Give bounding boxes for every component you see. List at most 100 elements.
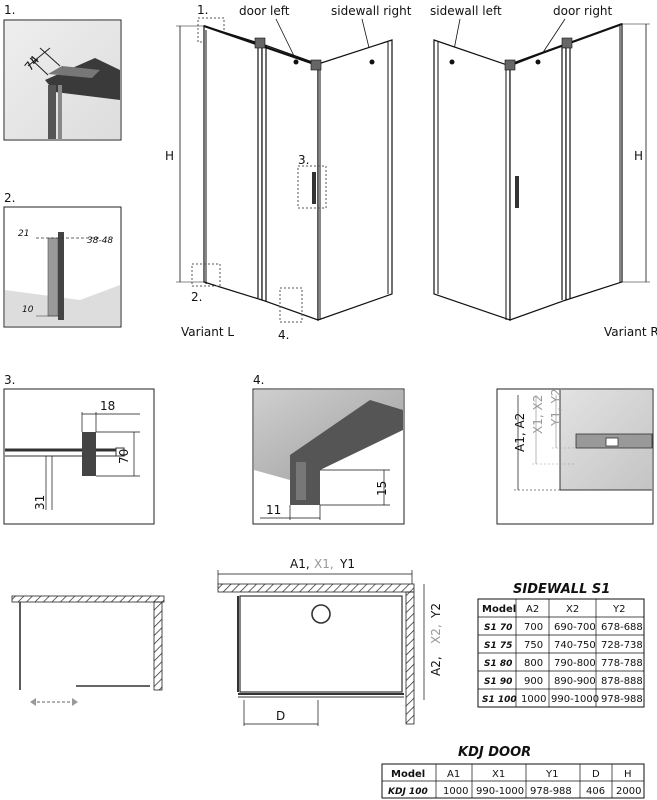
dim-x1-x2: X1, X2 xyxy=(531,395,545,434)
sw-cell: 978-988 xyxy=(601,694,643,705)
dim-21: 21 xyxy=(18,229,29,239)
detail-5: A1, A2 X1, X2 Y1, Y2 xyxy=(496,388,654,525)
dim-a1-a2: A1, A2 xyxy=(513,413,527,452)
dim-70: 70 xyxy=(117,449,131,464)
glass-edge xyxy=(48,85,56,139)
callout-1: 1. xyxy=(4,3,15,17)
sliding-sketch xyxy=(11,595,165,706)
dim-h-r: H xyxy=(634,149,643,163)
label-door-right: door right xyxy=(553,4,613,18)
variant-r: sidewall left door right H Variant R xyxy=(430,4,657,339)
plan-wall-top xyxy=(217,583,415,593)
caption-variant-l: Variant L xyxy=(181,325,234,339)
roller-icon xyxy=(310,59,322,71)
variant-l: 1. door left sidewall right 3. 2. 4. H xyxy=(165,3,412,342)
callout-2-l: 2. xyxy=(191,290,202,304)
sw-cell: 750 xyxy=(524,640,543,651)
door-cell: 2000 xyxy=(616,786,641,797)
sw-cell: S1 75 xyxy=(484,641,512,651)
callout-3-l: 3. xyxy=(298,153,309,167)
detail-3: 3. 18 70 31 xyxy=(3,373,155,525)
wall-top-hatch xyxy=(11,595,165,603)
sw-cell: 740-750 xyxy=(554,640,596,651)
sw-cell: 700 xyxy=(524,622,543,633)
sw-cell: 990-1000 xyxy=(551,694,599,705)
pointer-dot xyxy=(535,59,541,65)
dim-x1: X1, xyxy=(314,557,334,571)
detail-1: 1. 74 xyxy=(3,3,122,141)
dim-d: D xyxy=(276,709,285,723)
sw-cell: 778-788 xyxy=(601,658,643,669)
door-cell: 406 xyxy=(586,786,605,797)
door-cell: 990-1000 xyxy=(476,786,524,797)
sw-cell: 678-688 xyxy=(601,622,643,633)
sidewall-panel-r xyxy=(433,39,511,321)
sw-cell: S1 90 xyxy=(484,677,512,687)
callout-2-box xyxy=(191,263,221,287)
door-header: X1 xyxy=(492,769,505,780)
callout-3-box xyxy=(297,165,327,209)
pointer-dot xyxy=(449,59,455,65)
handle-section xyxy=(82,432,96,476)
dim-y1: Y1 xyxy=(339,557,355,571)
callout-2: 2. xyxy=(4,191,15,205)
bottom-seal-profile xyxy=(290,400,403,505)
callout-1-l: 1. xyxy=(197,3,208,17)
sw-header: A2 xyxy=(526,604,539,615)
sw-cell: 890-900 xyxy=(554,676,596,687)
label-sidewall-left: sidewall left xyxy=(430,4,502,18)
sw-header: Model xyxy=(482,604,516,615)
sw-cell: 900 xyxy=(524,676,543,687)
sidewall-table: SIDEWALL S1 Model A2 X2 Y2 S1 70 700 690… xyxy=(477,582,645,708)
detail-4: 4. 15 11 xyxy=(252,373,405,525)
plan-view: A1, X1, Y1 A2, X2, Y2 D xyxy=(217,557,443,726)
callout-4-l: 4. xyxy=(278,328,289,342)
dim-10: 10 xyxy=(22,305,34,315)
dim-31: 31 xyxy=(33,495,47,510)
label-door-left: door left xyxy=(239,4,290,18)
sw-header: Y2 xyxy=(612,604,625,615)
sw-cell: 728-738 xyxy=(601,640,643,651)
dim-18: 18 xyxy=(100,399,115,413)
dim-y2: Y2 xyxy=(429,603,443,619)
dim-x2: X2, xyxy=(429,624,443,644)
fixed-glass-panel-r xyxy=(565,23,623,301)
callout-3: 3. xyxy=(4,373,15,387)
door-cell: KDJ 100 xyxy=(388,787,428,797)
sidewall-table-title: SIDEWALL S1 xyxy=(513,582,610,597)
caption-variant-r: Variant R xyxy=(604,325,657,339)
pointer-dot xyxy=(293,59,299,65)
sw-cell: S1 80 xyxy=(484,659,512,669)
door-cell: 978-988 xyxy=(530,786,572,797)
sw-cell: S1 100 xyxy=(482,695,517,705)
callout-4: 4. xyxy=(253,373,264,387)
label-sidewall-right: sidewall right xyxy=(331,4,412,18)
sidewall-panel xyxy=(317,39,393,321)
dim-a2: A2, xyxy=(429,656,443,676)
sw-header: X2 xyxy=(566,604,579,615)
roller-icon xyxy=(504,59,516,71)
roller-icon xyxy=(254,37,266,49)
dim-38-48: 38-48 xyxy=(87,236,113,246)
sw-cell: 878-888 xyxy=(601,676,643,687)
roller-icon xyxy=(561,37,573,49)
door-header: Model xyxy=(391,769,425,780)
pointer-dot xyxy=(369,59,375,65)
door-cell: 1000 xyxy=(443,786,468,797)
wall-profile xyxy=(47,237,59,317)
sw-cell: 690-700 xyxy=(554,622,596,633)
wall-right-hatch xyxy=(153,601,163,691)
door-header: A1 xyxy=(447,769,460,780)
sw-cell: 790-800 xyxy=(554,658,596,669)
door-handle xyxy=(312,172,316,204)
dim-a1: A1, xyxy=(290,557,310,571)
sw-cell: 1000 xyxy=(521,694,546,705)
sw-cell: 800 xyxy=(524,658,543,669)
dim-15: 15 xyxy=(375,481,389,496)
callout-1-box xyxy=(197,17,225,43)
door-table: KDJ DOOR Model A1 X1 Y1 D H KDJ 100 1000… xyxy=(381,745,645,799)
door-header: D xyxy=(592,769,600,780)
door-header: H xyxy=(624,769,632,780)
sw-cell: S1 70 xyxy=(484,623,512,633)
